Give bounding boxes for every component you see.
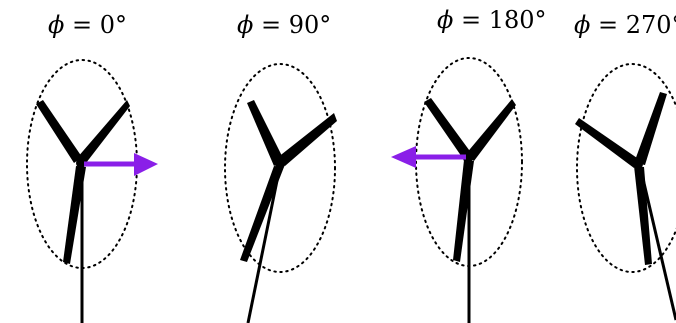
blade-upper-right — [634, 92, 667, 165]
phi-symbol: ϕ — [48, 11, 64, 39]
label-value: = 90° — [253, 11, 331, 39]
panel-label: ϕ = 90° — [237, 11, 331, 39]
hub — [76, 158, 86, 168]
panel-phase-270: ϕ = 270° — [574, 11, 676, 321]
motion-arrow — [391, 146, 466, 168]
svg-text:ϕ = 0°: ϕ = 0° — [48, 11, 127, 39]
panel-label: ϕ = 270° — [574, 11, 676, 39]
svg-text:ϕ = 180°: ϕ = 180° — [437, 6, 547, 34]
label-value: = 270° — [590, 11, 676, 39]
phi-symbol: ϕ — [437, 6, 453, 34]
blade-upper-left — [36, 100, 82, 163]
svg-text:ϕ = 270°: ϕ = 270° — [574, 11, 676, 39]
phi-symbol: ϕ — [574, 11, 590, 39]
panel-label: ϕ = 0° — [48, 11, 127, 39]
blade-upper-right — [465, 99, 516, 161]
blade-upper-right — [77, 100, 130, 163]
label-value: = 0° — [64, 11, 127, 39]
blade-lower — [634, 166, 652, 265]
label-value: = 180° — [453, 6, 546, 34]
blade-lower — [453, 160, 474, 262]
panel-phase-90: ϕ = 90° — [224, 11, 337, 323]
blade-upper-left — [575, 118, 640, 168]
blade-lower — [63, 166, 86, 264]
phi-symbol: ϕ — [237, 11, 253, 39]
hub — [633, 159, 643, 169]
motion-arrow — [84, 153, 158, 176]
panel-label: ϕ = 180° — [437, 6, 547, 34]
blade-lower — [240, 166, 284, 262]
panel-phase-180: ϕ = 180° — [391, 6, 547, 323]
blade-upper-right — [277, 113, 337, 166]
tower — [246, 165, 282, 323]
rotor-path-ellipse — [576, 63, 676, 273]
hub — [275, 159, 285, 169]
blade-upper-left — [247, 100, 284, 166]
blade-upper-left — [424, 98, 472, 160]
rotor-path-ellipse — [224, 63, 336, 273]
panel-phase-0: ϕ = 0° — [26, 11, 158, 323]
svg-text:ϕ = 90°: ϕ = 90° — [237, 11, 331, 39]
